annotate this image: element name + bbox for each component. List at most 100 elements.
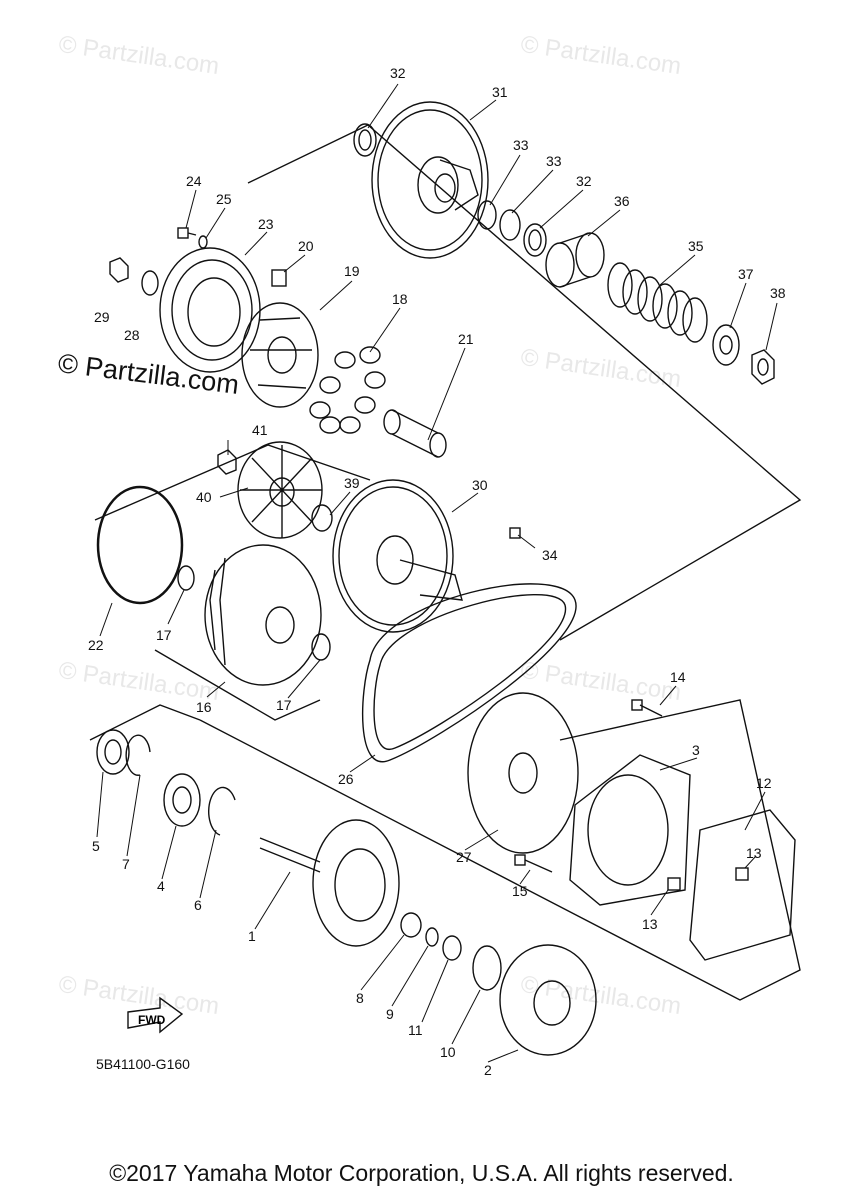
callout-29: 29 — [94, 309, 110, 325]
group-bracket-primary — [94, 444, 371, 521]
callout-19: 19 — [344, 263, 360, 279]
fixed-sheave — [204, 544, 322, 686]
fwd-label: FWD — [138, 1013, 166, 1027]
seal-32 — [353, 123, 377, 157]
callout-32: 32 — [390, 65, 406, 81]
callout-13: 13 — [746, 845, 762, 861]
callout-17: 17 — [156, 627, 172, 643]
cover-plate — [159, 247, 261, 373]
bearing — [163, 773, 201, 827]
dowel-pin — [735, 867, 749, 881]
diagram-code: 5B41100-G160 — [96, 1056, 190, 1072]
group-bracket-drive-pulley — [247, 124, 802, 641]
seal-17 — [311, 633, 331, 661]
leader-lines — [96, 83, 778, 1063]
callout-12: 12 — [756, 775, 772, 791]
callout-31: 31 — [492, 84, 508, 100]
callout-26: 26 — [338, 771, 354, 787]
callout-17: 17 — [276, 697, 292, 713]
gasket — [689, 809, 796, 961]
callout-23: 23 — [258, 216, 274, 232]
bolt — [524, 859, 553, 873]
clutch-carrier — [499, 944, 597, 1056]
callout-14: 14 — [670, 669, 686, 685]
bolt — [639, 704, 663, 717]
washer — [141, 270, 159, 296]
weight-roller — [309, 346, 386, 434]
bearing — [96, 729, 130, 775]
callout-13: 13 — [642, 916, 658, 932]
nut — [217, 449, 237, 475]
callout-labels: 32 31 33 33 32 36 35 37 38 24 25 23 20 1… — [88, 65, 786, 1078]
secondary-sheave — [371, 101, 489, 259]
seal-17 — [177, 565, 195, 591]
callout-39: 39 — [344, 475, 360, 491]
group-bracket-clutch-left — [89, 704, 201, 741]
callout-34: 34 — [542, 547, 558, 563]
nut — [751, 349, 775, 385]
o-ring — [499, 209, 521, 241]
callout-16: 16 — [196, 699, 212, 715]
callout-21: 21 — [458, 331, 474, 347]
callout-24: 24 — [186, 173, 202, 189]
needle-bearing — [400, 912, 422, 938]
callout-32: 32 — [576, 173, 592, 189]
spring — [607, 262, 708, 343]
callout-6: 6 — [194, 897, 202, 913]
copyright-notice: ©2017 Yamaha Motor Corporation, U.S.A. A… — [109, 1160, 734, 1186]
callout-37: 37 — [738, 266, 754, 282]
callout-40: 40 — [196, 489, 212, 505]
callout-4: 4 — [157, 878, 165, 894]
collar — [442, 935, 462, 961]
callout-1: 1 — [248, 928, 256, 944]
callout-11: 11 — [408, 1022, 423, 1038]
nut — [109, 257, 129, 283]
callout-41: 41 — [252, 422, 268, 438]
shaft-and-clutch-housing — [259, 819, 400, 947]
clutch-housing-cover — [569, 754, 691, 906]
callout-15: 15 — [512, 883, 528, 899]
slider — [271, 269, 287, 287]
nut — [757, 358, 769, 376]
fan — [237, 441, 323, 539]
circlip — [125, 734, 151, 776]
callout-10: 10 — [440, 1044, 456, 1060]
callout-5: 5 — [92, 838, 100, 854]
callout-28: 28 — [124, 327, 140, 343]
callout-33: 33 — [546, 153, 562, 169]
bolt — [631, 699, 643, 711]
washer — [712, 324, 740, 366]
dowel-pin — [667, 877, 681, 891]
clip — [425, 927, 439, 947]
callout-7: 7 — [122, 856, 130, 872]
circlip — [208, 786, 236, 836]
bushing — [311, 504, 333, 532]
seal-32 — [523, 223, 547, 257]
group-bracket-sheave — [154, 649, 321, 721]
callout-25: 25 — [216, 191, 232, 207]
drive-belt — [361, 583, 577, 763]
callout-38: 38 — [770, 285, 786, 301]
callout-35: 35 — [688, 238, 704, 254]
bolt — [514, 854, 526, 866]
callout-9: 9 — [386, 1006, 394, 1022]
sleeve — [383, 409, 447, 458]
callout-3: 3 — [692, 742, 700, 758]
cam — [241, 302, 319, 408]
callout-30: 30 — [472, 477, 488, 493]
group-bracket-clutch-right — [199, 699, 801, 1001]
primary-sheave — [332, 479, 463, 633]
callout-27: 27 — [456, 849, 472, 865]
callout-36: 36 — [614, 193, 630, 209]
callout-8: 8 — [356, 990, 364, 1006]
bolt — [177, 227, 197, 239]
callout-33: 33 — [513, 137, 529, 153]
callout-22: 22 — [88, 637, 104, 653]
callout-2: 2 — [484, 1062, 492, 1078]
fwd-arrow-icon — [127, 996, 184, 1034]
o-ring-large — [96, 485, 184, 605]
collar — [545, 232, 605, 288]
callout-18: 18 — [392, 291, 408, 307]
bearing — [472, 945, 502, 991]
